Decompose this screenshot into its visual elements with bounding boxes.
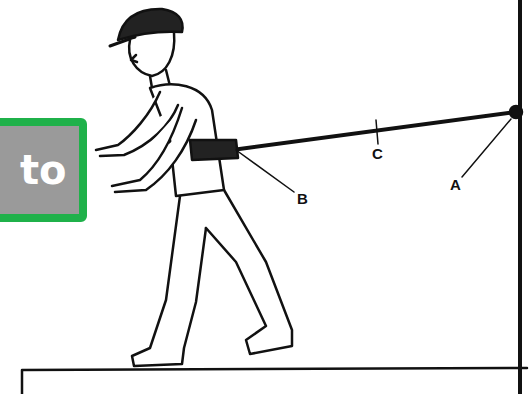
callout-letter: B (297, 191, 308, 206)
callout-letter: C (372, 146, 383, 161)
box-text: to (20, 150, 67, 190)
title-box: to (0, 118, 87, 222)
anchor-point (510, 106, 522, 118)
nose (131, 55, 137, 62)
leader-line (462, 119, 511, 177)
floor (22, 368, 527, 394)
front-leg (206, 190, 292, 354)
leader-line (236, 150, 294, 192)
leader-line (376, 120, 378, 144)
front-arm (112, 108, 196, 192)
callout-letter: A (450, 177, 461, 192)
wall (518, 0, 522, 394)
lifeline (232, 112, 516, 150)
head (129, 33, 174, 76)
back-leg (132, 196, 206, 366)
safety-belt (190, 140, 238, 160)
